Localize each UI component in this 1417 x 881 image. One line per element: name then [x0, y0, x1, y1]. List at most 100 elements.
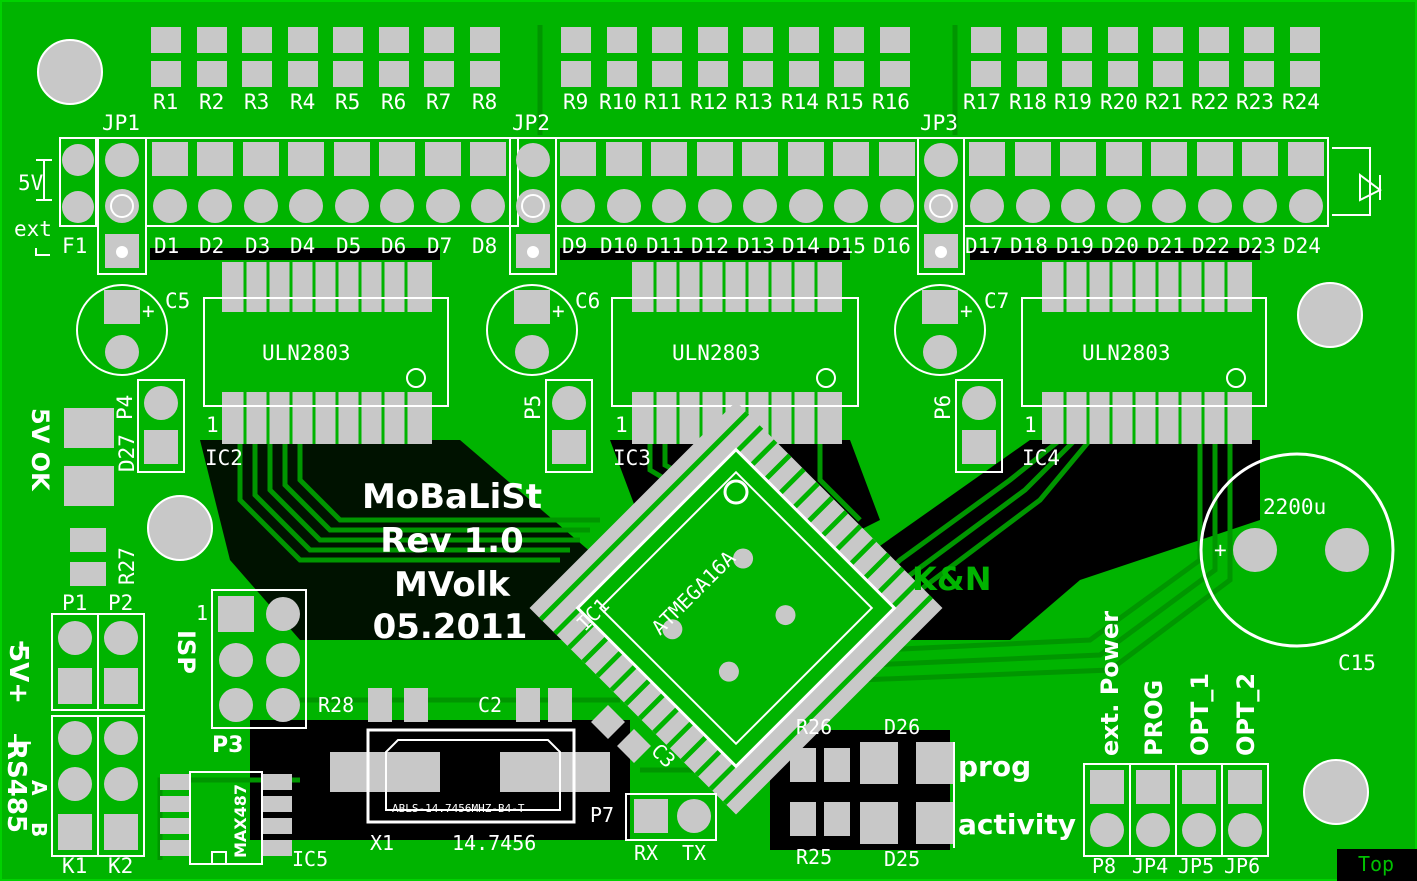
label-d21: D21 — [1147, 234, 1185, 258]
label-r13: R13 — [735, 90, 773, 114]
label-d14: D14 — [782, 234, 820, 258]
small-smd-parts — [368, 688, 651, 763]
label-r8: R8 — [472, 90, 497, 114]
supply-connectors — [51, 613, 145, 857]
label-minus: - — [7, 640, 37, 651]
label-d11: D11 — [646, 234, 684, 258]
c5-plus: + — [142, 299, 155, 323]
c15-labels: 2200u + C15 — [1214, 495, 1376, 675]
mounting-hole-right — [1297, 282, 1363, 348]
label-ic5: IC5 — [292, 847, 328, 871]
label-crystal-part: ABLS-14.7456MHZ-B4-T — [392, 802, 525, 815]
resistor-row — [149, 25, 1322, 89]
label-jp3: JP3 — [920, 111, 958, 135]
label-r7: R7 — [426, 90, 451, 114]
mounting-holes — [37, 39, 1369, 825]
label-d9: D9 — [562, 234, 587, 258]
label-r2: R2 — [199, 90, 224, 114]
label-r27: R27 — [115, 547, 139, 585]
label-d23: D23 — [1238, 234, 1276, 258]
label-r22: R22 — [1191, 90, 1229, 114]
status-led-labels: R26 D26 R25 D25 prog activity — [796, 715, 1076, 871]
label-r23: R23 — [1236, 90, 1274, 114]
crystal-x1 — [330, 728, 610, 824]
mounting-hole-top-left — [37, 39, 103, 105]
status-leds — [790, 742, 955, 848]
driver-ic-bodies — [203, 262, 1267, 444]
uart-labels: P7 RX TX — [590, 803, 706, 865]
label-c15: C15 — [1338, 651, 1376, 675]
label-rs485-a: A — [27, 780, 51, 796]
mounting-hole-mid-left — [147, 495, 213, 561]
c6-plus: + — [552, 299, 565, 323]
resistor-labels: R1 R2 R3 R4 R5 R6 R7 R8 R9 R10 R11 R12 R… — [153, 90, 1320, 114]
ic2-ref: IC2 — [205, 446, 243, 470]
label-d7: D7 — [427, 234, 452, 258]
cap-c15 — [1199, 452, 1395, 648]
label-p6: P6 — [931, 395, 955, 420]
label-r12: R12 — [690, 90, 728, 114]
label-p5: P5 — [521, 395, 545, 420]
label-r5: R5 — [335, 90, 360, 114]
supply-connector-labels: P1 P2 - 5V+ ⊥ A B RS485 K1 K2 — [1, 591, 133, 878]
label-r6: R6 — [381, 90, 406, 114]
label-d24: D24 — [1283, 234, 1321, 258]
label-p4: P4 — [113, 395, 137, 420]
label-crystal-freq: 14.7456 — [452, 831, 536, 855]
max487-labels: MAX487 IC5 — [231, 784, 328, 871]
board-author: MVolk — [394, 565, 511, 605]
label-d22: D22 — [1192, 234, 1230, 258]
label-opt2: OPT_2 — [1232, 673, 1260, 756]
label-p2: P2 — [108, 591, 133, 615]
label-r9: R9 — [563, 90, 588, 114]
label-r11: R11 — [644, 90, 682, 114]
label-jp5: JP5 — [1178, 854, 1214, 878]
label-d18: D18 — [1010, 234, 1048, 258]
isp-header — [211, 589, 307, 729]
ic3-part: ULN2803 — [672, 341, 761, 365]
option-jumpers — [1083, 763, 1269, 857]
label-d17: D17 — [965, 234, 1003, 258]
mounting-hole-bottom-right — [1303, 759, 1369, 825]
label-r1: R1 — [153, 90, 178, 114]
power-header-labels: P4 P5 P6 — [113, 395, 955, 420]
label-c7: C7 — [984, 289, 1009, 313]
label-prog: PROG — [1140, 680, 1168, 756]
isp-labels: 1 ISP P3 — [172, 601, 243, 758]
label-r19: R19 — [1054, 90, 1092, 114]
via-dots — [110, 194, 953, 258]
label-r15: R15 — [826, 90, 864, 114]
label-d26: D26 — [884, 715, 920, 739]
label-x1: X1 — [370, 831, 394, 855]
max487-ic — [160, 771, 292, 865]
label-r21: R21 — [1145, 90, 1183, 114]
label-p8: P8 — [1092, 854, 1116, 878]
label-d27: D27 — [115, 434, 139, 472]
ic4-part: ULN2803 — [1082, 341, 1171, 365]
c7-plus: + — [960, 299, 973, 323]
board-date: 05.2011 — [373, 607, 528, 647]
label-jp4: JP4 — [1132, 854, 1168, 878]
label-p7: P7 — [590, 803, 614, 827]
left-parts — [64, 408, 114, 586]
label-p3: P3 — [212, 733, 243, 758]
ic2-part: ULN2803 — [262, 341, 351, 365]
label-rs485: RS485 — [1, 740, 31, 833]
label-prog-led: prog — [958, 750, 1031, 783]
label-d2: D2 — [199, 234, 224, 258]
label-k1: K1 — [62, 854, 87, 878]
label-rx: RX — [634, 841, 658, 865]
layer-indicator: Top — [1339, 849, 1413, 879]
label-ext-power: ext. Power — [1096, 611, 1124, 756]
caps — [76, 284, 986, 376]
label-p1: P1 — [62, 591, 87, 615]
label-d10: D10 — [600, 234, 638, 258]
label-5v-ok: 5V OK — [26, 408, 54, 492]
label-r24: R24 — [1282, 90, 1320, 114]
title-block: MoBaLiSt Rev 1.0 MVolk 05.2011 — [362, 477, 542, 647]
cap-labels: C5 C6 C7 + + + — [142, 289, 1009, 323]
label-f1: F1 — [62, 234, 87, 258]
label-c6: C6 — [575, 289, 600, 313]
